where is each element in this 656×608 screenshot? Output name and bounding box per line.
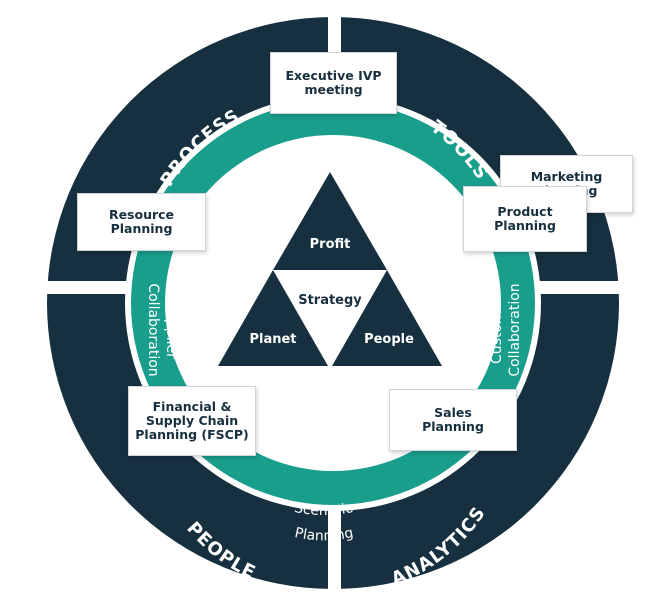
triangle-people — [332, 270, 442, 366]
triangle-people-label: People — [364, 332, 414, 347]
triangle-planet-label: Planet — [249, 332, 296, 347]
ring-customer-line2: Collaboration — [507, 283, 523, 376]
triangle-strategy-label: Strategy — [298, 293, 362, 308]
ring-supplier-line1: Supplier — [163, 301, 179, 359]
ring-scenario-line1: Scenario — [293, 500, 355, 519]
box-product-planning: Product Planning — [463, 186, 587, 252]
ring-customer-line1: Customer — [489, 296, 505, 364]
triangle-profit — [273, 172, 387, 270]
box-resource-planning: Resource Planning — [77, 193, 206, 251]
box-sales-planning: Sales Planning — [389, 389, 517, 451]
triangle-planet — [218, 270, 328, 366]
box-executive-ivp-meeting: Executive IVP meeting — [270, 52, 397, 114]
ring-supplier-line2: Collaboration — [145, 283, 161, 376]
ring-supplier-label: Supplier Collaboration — [145, 283, 179, 376]
ring-scenario-line2: Planning — [293, 525, 355, 544]
box-financial-supply-chain-planning: Financial & Supply Chain Planning (FSCP) — [128, 386, 256, 456]
triangle-profit-label: Profit — [310, 237, 351, 252]
ring-customer-label: Customer Collaboration — [489, 283, 523, 376]
